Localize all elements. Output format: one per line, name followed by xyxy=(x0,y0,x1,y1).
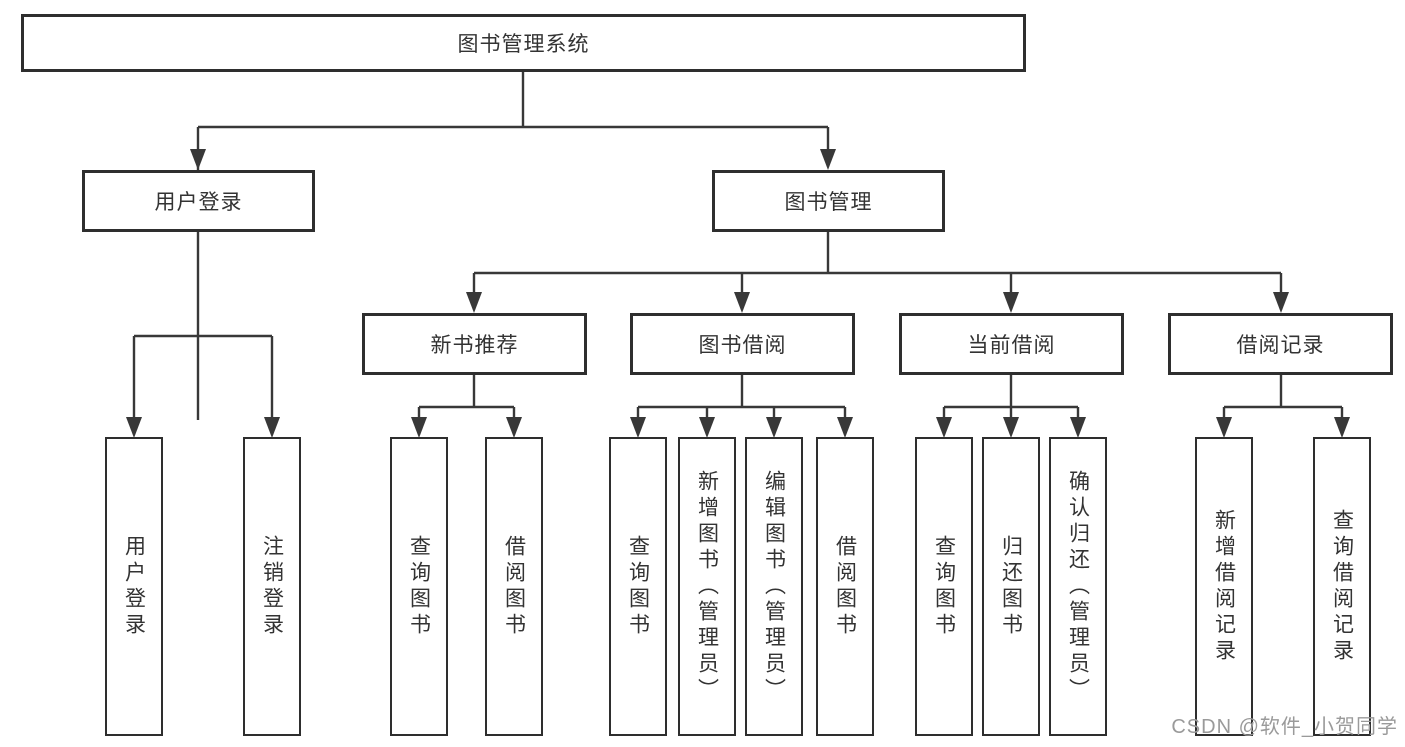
node-new-book-recommend: 新书推荐 xyxy=(362,313,587,375)
node-label: 查询图书 xyxy=(407,534,431,639)
node-root-system: 图书管理系统 xyxy=(21,14,1026,72)
leaf-borrow-borrow-book: 借阅图书 xyxy=(816,437,874,736)
leaf-borrow-query-book: 查询图书 xyxy=(609,437,667,736)
node-label: 借阅图书 xyxy=(502,534,526,639)
leaf-recommend-borrow-book: 借阅图书 xyxy=(485,437,543,736)
leaf-borrow-add-book-admin: 新增图书（管理员） xyxy=(678,437,736,736)
node-book-borrow: 图书借阅 xyxy=(630,313,855,375)
node-label: 新增借阅记录 xyxy=(1212,508,1236,665)
leaf-current-confirm-return-admin: 确认归还（管理员） xyxy=(1049,437,1107,736)
node-label: 用户登录 xyxy=(122,534,146,639)
node-borrow-records: 借阅记录 xyxy=(1168,313,1393,375)
leaf-recommend-query-book: 查询图书 xyxy=(390,437,448,736)
node-label: 查询借阅记录 xyxy=(1330,508,1354,665)
node-label: 查询图书 xyxy=(626,534,650,639)
leaf-user-login: 用户登录 xyxy=(105,437,163,736)
node-label: 注销登录 xyxy=(260,534,284,639)
csdn-watermark: CSDN @软件_小贺同学 xyxy=(1171,716,1398,738)
node-label: 新书推荐 xyxy=(430,334,519,357)
node-label: 用户登录 xyxy=(154,191,243,214)
node-label: 归还图书 xyxy=(999,534,1023,639)
node-label: 确认归还（管理员） xyxy=(1066,469,1090,704)
node-label: 新增图书（管理员） xyxy=(695,469,719,704)
leaf-current-return-book: 归还图书 xyxy=(982,437,1040,736)
leaf-borrow-edit-book-admin: 编辑图书（管理员） xyxy=(745,437,803,736)
node-label: 图书管理 xyxy=(784,191,873,214)
node-book-management: 图书管理 xyxy=(712,170,945,232)
leaf-records-query-record: 查询借阅记录 xyxy=(1313,437,1371,736)
leaf-logout: 注销登录 xyxy=(243,437,301,736)
node-label: 当前借阅 xyxy=(967,334,1056,357)
node-current-borrow: 当前借阅 xyxy=(899,313,1124,375)
leaf-records-add-record: 新增借阅记录 xyxy=(1195,437,1253,736)
node-label: 图书借阅 xyxy=(698,334,787,357)
arrowhead-icons xyxy=(126,149,1350,438)
leaf-current-query-book: 查询图书 xyxy=(915,437,973,736)
node-user-login: 用户登录 xyxy=(82,170,315,232)
node-label: 查询图书 xyxy=(932,534,956,639)
node-label: 图书管理系统 xyxy=(457,33,590,56)
node-label: 借阅记录 xyxy=(1236,334,1325,357)
node-label: 编辑图书（管理员） xyxy=(762,469,786,704)
node-label: 借阅图书 xyxy=(833,534,857,639)
